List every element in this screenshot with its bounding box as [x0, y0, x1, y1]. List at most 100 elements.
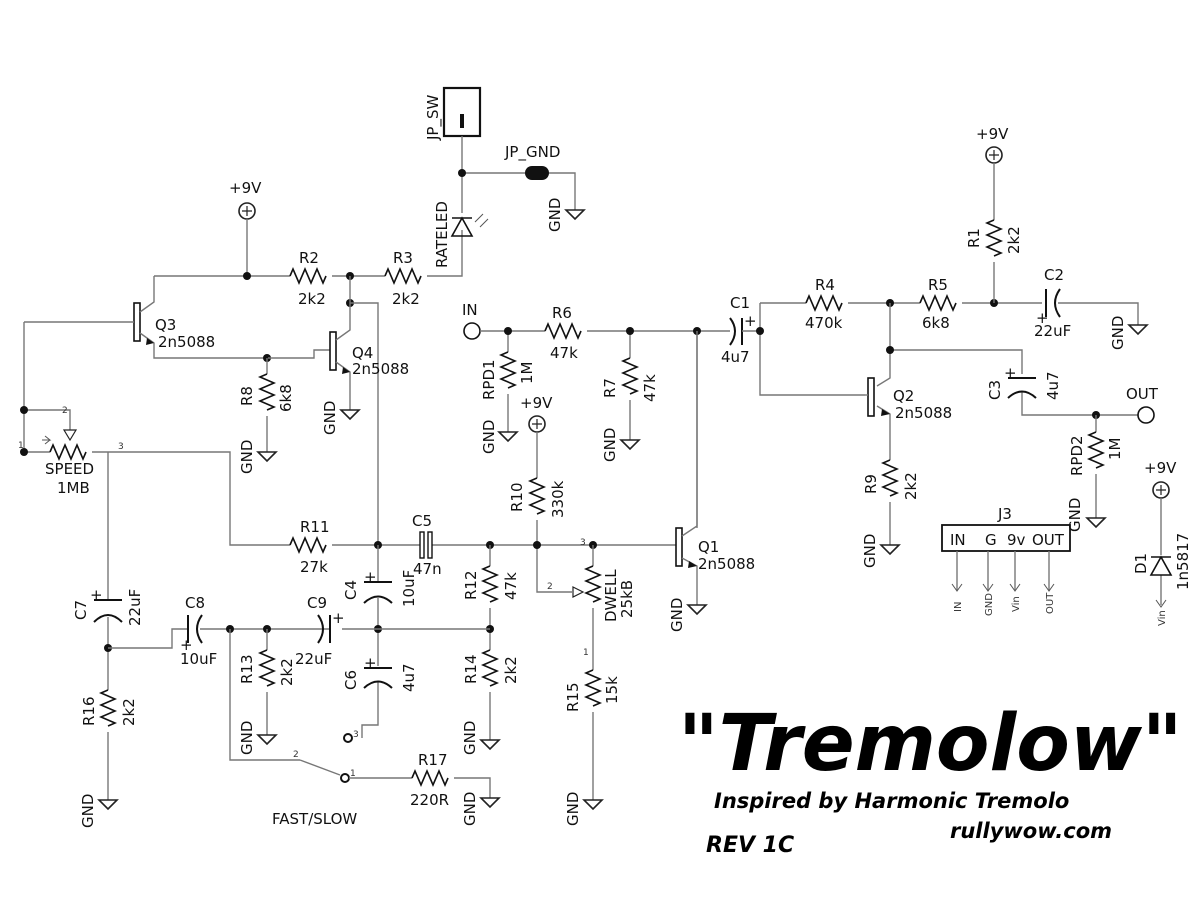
r16-ref: R16: [80, 696, 98, 726]
pin-label: 1: [583, 648, 589, 658]
j3-net-label: GND: [984, 593, 995, 616]
svg-text:+: +: [364, 568, 377, 586]
fast-slow-label: FAST/SLOW: [272, 810, 357, 828]
j3-pin-label: IN: [950, 531, 966, 549]
speed-pot-section: 2 1 3 SPEED 1MB: [18, 322, 290, 690]
c4-value: 10uF: [400, 570, 418, 607]
svg-text:+: +: [332, 609, 345, 627]
c6-ref: C6: [342, 670, 360, 690]
q2-value: 2n5088: [895, 404, 952, 422]
c8-value: 10uF: [180, 650, 217, 668]
r10-value: 330k: [549, 480, 567, 518]
svg-text:+: +: [1036, 309, 1049, 327]
c7-ref: C7: [72, 600, 90, 620]
rate-led-label: RATELED: [433, 201, 451, 268]
q3-ref: Q3: [155, 316, 176, 334]
r6-value: 47k: [550, 344, 578, 362]
speed-value: 1MB: [57, 479, 90, 497]
j3-ref: J3: [997, 505, 1012, 523]
vcc-label: +9V: [520, 394, 553, 412]
r17-value: 220R: [410, 791, 449, 809]
svg-text:+: +: [1004, 364, 1017, 382]
r11-ref: R11: [300, 518, 330, 536]
svg-text:+: +: [90, 586, 103, 604]
r5-value: 6k8: [922, 314, 950, 332]
subtitle: Inspired by Harmonic Tremolo: [714, 789, 1069, 813]
vcc-label: +9V: [1144, 459, 1177, 477]
d1-section: +9V D1 1n5817 Vin: [1132, 459, 1192, 626]
r1-ref: R1: [965, 228, 983, 248]
r14-value: 2k2: [502, 656, 520, 684]
q2-ref: Q2: [893, 387, 914, 405]
r7-ref: R7: [601, 378, 619, 398]
r8-value: 6k8: [277, 384, 295, 412]
vcc-label: +9V: [229, 179, 262, 197]
svg-text:+: +: [744, 312, 757, 330]
pin-label: 3: [118, 442, 124, 452]
gnd-label: GND: [480, 420, 498, 454]
rate-filter-section: + C7 22uF R16 2k2 GND + C8 10uF R13 2k2 …: [72, 586, 500, 828]
jp-gnd: [525, 166, 549, 180]
gnd-label: GND: [1109, 316, 1127, 350]
speed-ref: SPEED: [45, 460, 94, 478]
r1-value: 2k2: [1005, 226, 1023, 254]
website: rullywow.com: [950, 819, 1112, 843]
r16-value: 2k2: [120, 698, 138, 726]
r2-ref: R2: [299, 249, 319, 267]
c8-ref: C8: [185, 594, 205, 612]
gnd-label: GND: [238, 721, 256, 755]
j3-net-label: IN: [953, 602, 964, 612]
r11-value: 27k: [300, 558, 328, 576]
r12-value: 47k: [502, 572, 520, 600]
out-label: OUT: [1126, 385, 1159, 403]
dwell-value: 25kB: [618, 580, 636, 618]
j3-net-label: Vin: [1011, 596, 1022, 612]
c5-ref: C5: [412, 512, 432, 530]
rpd1-ref: RPD1: [480, 359, 498, 400]
gnd-label: GND: [564, 792, 582, 826]
r13-value: 2k2: [278, 658, 296, 686]
r10-ref: R10: [508, 482, 526, 512]
c2-value: 22uF: [1034, 322, 1071, 340]
q4-ref: Q4: [352, 344, 373, 362]
vin-label: Vin: [1157, 610, 1168, 626]
j3-net-label: OUT: [1045, 592, 1056, 614]
r7-value: 47k: [641, 374, 659, 402]
rpd2-ref: RPD2: [1068, 435, 1086, 476]
q3-value: 2n5088: [158, 333, 215, 351]
gnd-label: GND: [861, 534, 879, 568]
c6-value: 4u7: [400, 663, 418, 692]
gnd-label: GND: [668, 598, 686, 632]
q1-ref: Q1: [698, 538, 719, 556]
r2-value: 2k2: [298, 290, 326, 308]
jp-sw-label: JP_SW: [424, 95, 443, 141]
gnd-label: GND: [461, 792, 479, 826]
rate-led: [450, 216, 474, 237]
d1-ref: D1: [1132, 553, 1150, 574]
output-jack[interactable]: [1137, 406, 1155, 424]
input-section: IN R6 47k RPD1 1M GND R7 47k GND +9V R10…: [462, 301, 755, 826]
q4-value: 2n5088: [352, 360, 409, 378]
title-block: "Tremolow" Inspired by Harmonic Tremolo …: [678, 699, 1183, 858]
r6-ref: R6: [552, 304, 572, 322]
output-section: + C1 4u7 R4 470k R5 6k8 +9V R1 2k2 + C2 …: [721, 125, 1159, 568]
c3-ref: C3: [986, 380, 1004, 400]
input-jack[interactable]: [463, 322, 481, 340]
pin-label: 2: [547, 582, 553, 592]
revision: REV 1C: [706, 833, 794, 858]
r15-ref: R15: [564, 682, 582, 712]
fast-slow-switch[interactable]: 2 3 1: [293, 730, 359, 783]
rpd1-value: 1M: [518, 362, 536, 385]
r15-value: 15k: [603, 676, 621, 704]
r5-ref: R5: [928, 276, 948, 294]
jp-gnd-label: JP_GND: [504, 143, 560, 162]
gnd-label: GND: [79, 794, 97, 828]
gnd-label: GND: [601, 428, 619, 462]
c9-value: 22uF: [295, 650, 332, 668]
gnd-label: GND: [546, 198, 564, 232]
c4-ref: C4: [342, 580, 360, 600]
gnd-label: GND: [238, 440, 256, 474]
d1-value: 1n5817: [1174, 533, 1192, 590]
c7-value: 22uF: [126, 589, 144, 626]
